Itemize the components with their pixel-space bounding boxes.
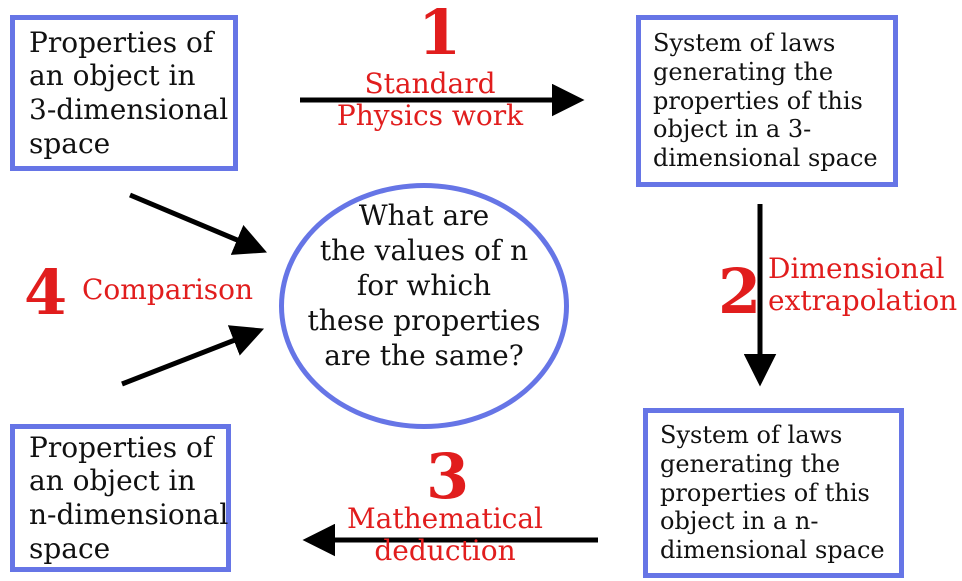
box-line: properties of this [653, 86, 863, 115]
box-3d-properties: Properties of an object in 3-dimensional… [10, 15, 238, 171]
step-4-label: Comparison [82, 273, 254, 306]
box-nd-laws: System of laws generating the properties… [643, 408, 904, 578]
box-line: space [29, 531, 111, 565]
question-line: are the same? [324, 339, 524, 372]
box-line: space [29, 126, 111, 160]
step-label-line: deduction [374, 534, 516, 568]
question-line: these properties [307, 304, 541, 337]
arrow-comparison-upper [129, 192, 267, 255]
question-line: the values of n [319, 234, 529, 267]
central-question: What are the values of n for which these… [279, 198, 569, 373]
step-label-line: Comparison [82, 273, 254, 306]
step-4-number: 4 [24, 256, 68, 329]
arrow-comparison-lower [121, 325, 265, 387]
box-3d-laws: System of laws generating the properties… [636, 15, 898, 187]
step-label-line: extrapolation [768, 284, 958, 318]
box-line: Properties of [29, 25, 214, 59]
step-label-line: Physics work [336, 99, 524, 133]
box-nd-properties: Properties of an object in n-dimensional… [10, 424, 231, 572]
box-line: System of laws [660, 421, 843, 449]
box-line: dimensional space [653, 144, 878, 173]
box-line: an object in [29, 59, 196, 93]
central-question-ellipse [279, 183, 569, 429]
box-line: 3-dimensional [29, 93, 229, 126]
question-line: for which [356, 269, 492, 302]
step-2-number: 2 [718, 255, 762, 328]
question-line: What are [358, 199, 490, 232]
step-2-label: Dimensional extrapolation [768, 252, 958, 318]
box-line: dimensional space [660, 536, 885, 565]
step-1-label: Standard Physics work [330, 67, 530, 133]
step-label-line: Mathematical [347, 502, 543, 535]
box-line: Properties of [29, 430, 214, 464]
box-line: generating the [660, 449, 841, 478]
box-line: System of laws [653, 29, 836, 57]
step-3-number: 3 [426, 440, 470, 513]
box-line: object in a n- [660, 507, 819, 536]
box-line: an object in [29, 464, 196, 498]
box-line: generating the [653, 57, 834, 86]
box-line: n-dimensional [29, 498, 229, 531]
step-label-line: Standard [364, 67, 496, 100]
box-line: object in a 3- [653, 115, 812, 144]
step-1-number: 1 [418, 0, 462, 69]
step-label-line: Dimensional [768, 252, 945, 285]
step-3-label: Mathematical deduction [340, 502, 550, 568]
box-line: properties of this [660, 478, 870, 507]
